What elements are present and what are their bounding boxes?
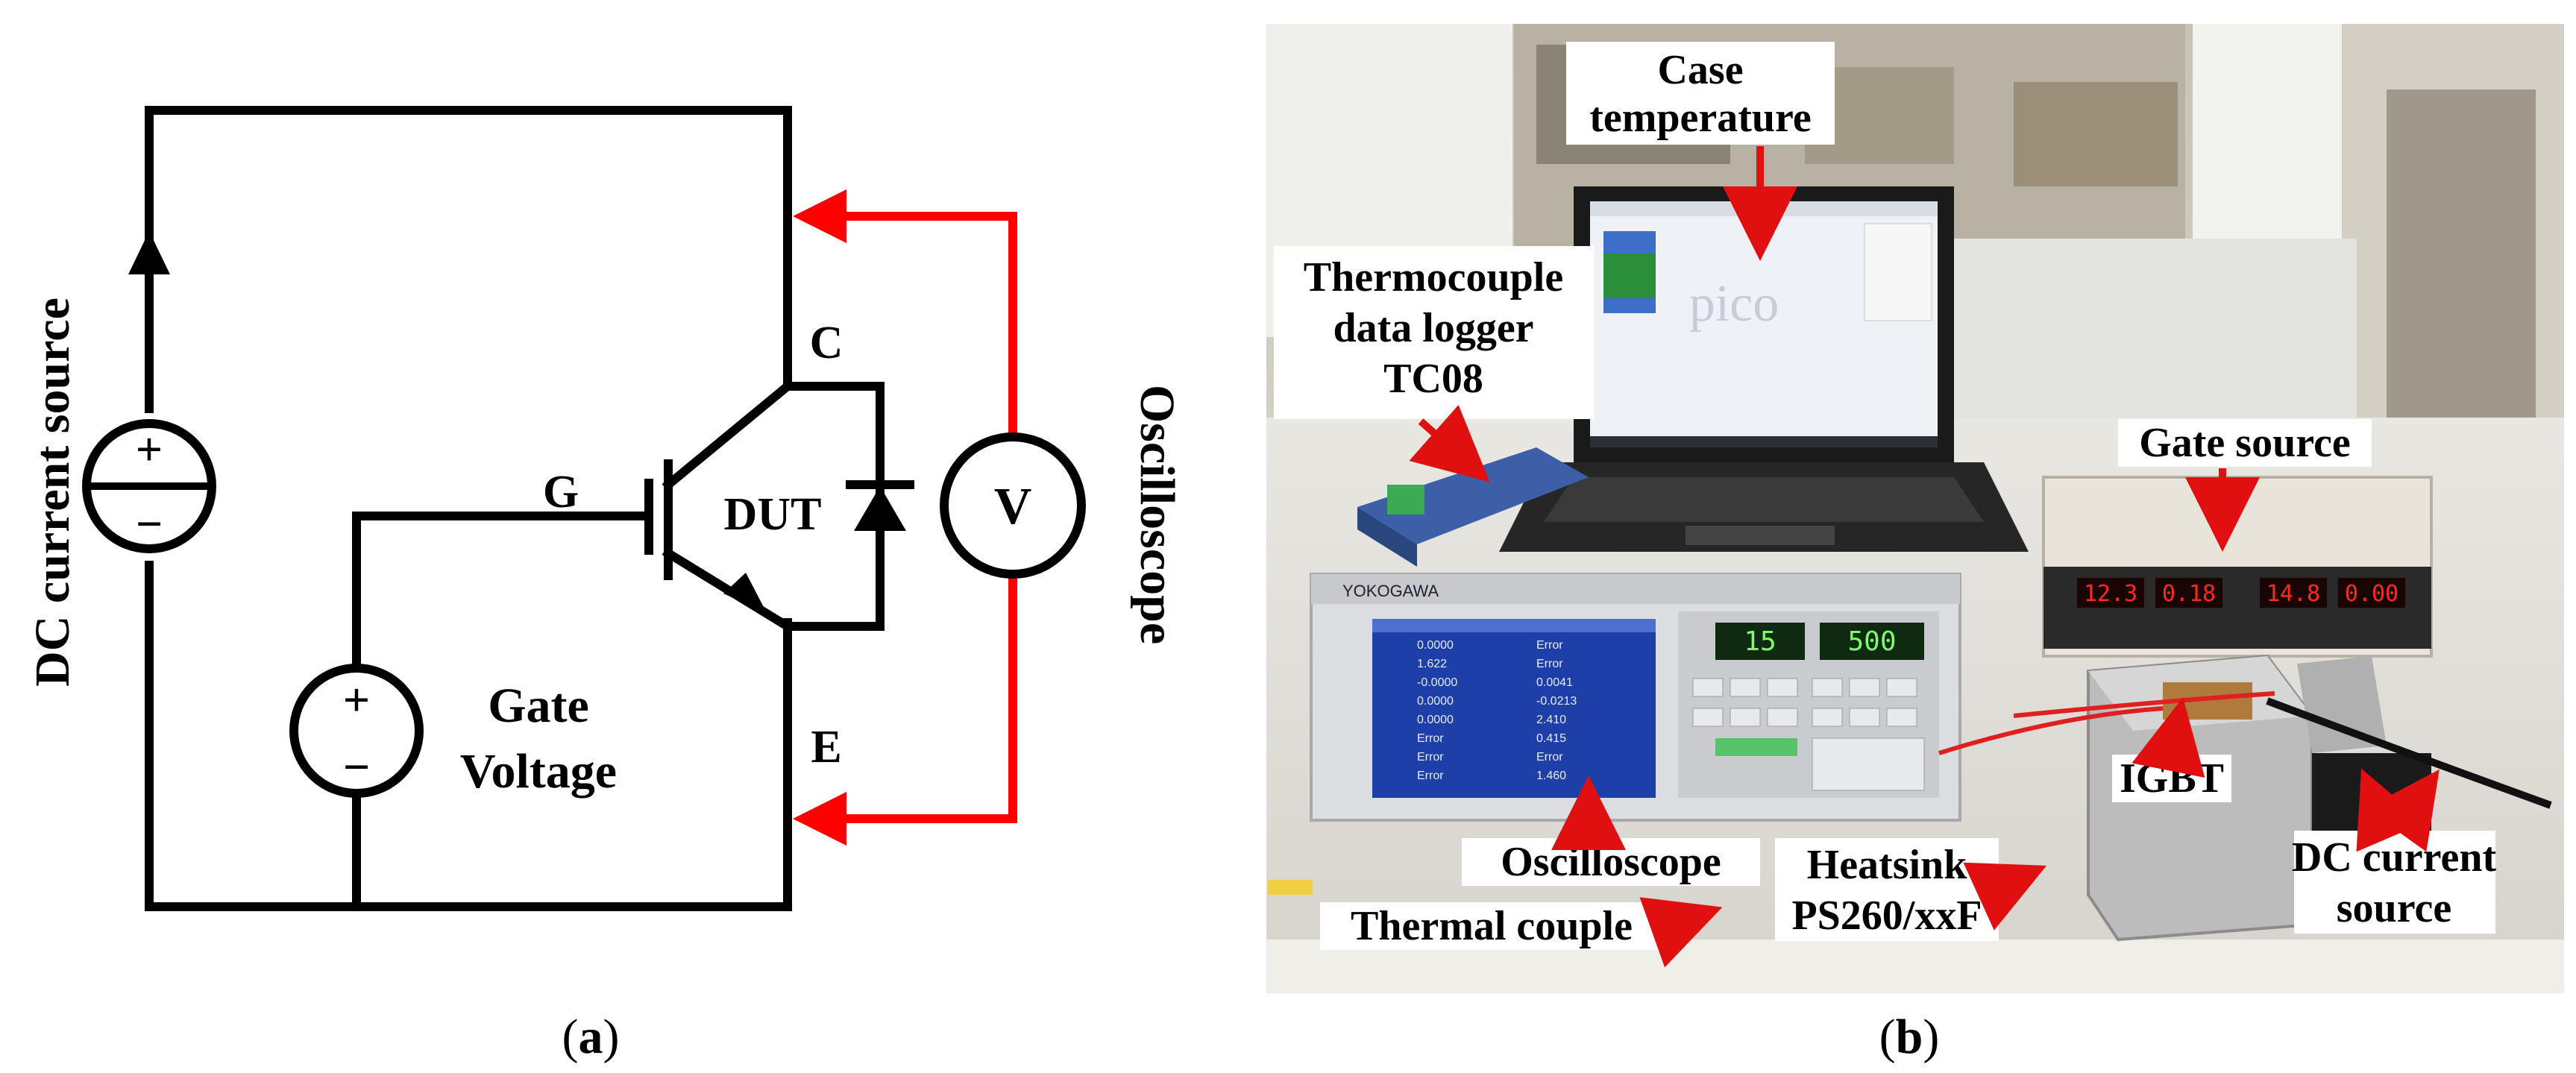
- instrument-brand: YOKOGAWA: [1342, 582, 1439, 600]
- gate-voltage-label-1: Gate: [488, 679, 589, 733]
- svg-text:Error: Error: [1417, 751, 1444, 764]
- wire-top: [145, 106, 792, 391]
- callout-thermocouple-3: TC08: [1383, 356, 1483, 402]
- callout-heatsink-2: PS260/xxF: [1791, 893, 1982, 939]
- igbt-collector: [662, 380, 794, 491]
- dc-source-label: DC current source: [25, 298, 80, 687]
- psu-display-2: 0.18: [2162, 581, 2216, 607]
- terminal-g: G: [543, 467, 579, 517]
- callout-igbt: IGBT: [2120, 755, 2224, 802]
- callout-thermocouple-1: Thermocouple: [1304, 254, 1563, 300]
- dut-label: DUT: [724, 489, 822, 540]
- svg-text:Error: Error: [1536, 639, 1563, 652]
- callout-heatsink-1: Heatsink: [1807, 842, 1968, 888]
- source-plus: +: [136, 423, 163, 476]
- callout-gate-source: Gate source: [2139, 420, 2351, 466]
- diode-triangle: [854, 486, 906, 531]
- lab-photo: pico YOKOGAWA 0.0000 1.622 -0.0000 0.000…: [1266, 24, 2564, 993]
- terminal-c: C: [810, 318, 844, 368]
- terminal-e: E: [811, 722, 841, 773]
- gate-voltage-label-2: Voltage: [460, 744, 617, 799]
- svg-text:Error: Error: [1417, 770, 1444, 782]
- svg-text:-0.0000: -0.0000: [1417, 676, 1457, 689]
- wire-gate: [352, 512, 647, 674]
- callout-dc-source-2: source: [2337, 885, 2452, 931]
- current-direction-arrow: [128, 231, 170, 274]
- psu-display-3: 14.8: [2266, 581, 2320, 607]
- voltmeter-symbol: [940, 432, 1086, 579]
- svg-text:2.410: 2.410: [1536, 714, 1566, 726]
- photo-callouts: Case temperature Thermocouple data logge…: [1274, 42, 2496, 950]
- wire-left-lower: [145, 561, 792, 911]
- svg-text:1.460: 1.460: [1536, 770, 1566, 782]
- gate-voltage-symbol: + −: [289, 664, 424, 798]
- callout-arrows: [1409, 146, 2440, 968]
- svg-text:0.0000: 0.0000: [1417, 714, 1454, 726]
- svg-text:0.415: 0.415: [1536, 732, 1566, 745]
- psu-display-1: 12.3: [2084, 581, 2137, 607]
- svg-text:Error: Error: [1536, 658, 1563, 670]
- oscilloscope-probe: [793, 189, 1017, 846]
- callout-thermocouple-2: data logger: [1333, 305, 1533, 351]
- dc-current-source-symbol: + −: [82, 419, 216, 553]
- laptop-screen-logo: pico: [1689, 275, 1779, 333]
- callout-case-temp-2: temperature: [1589, 95, 1812, 141]
- voltmeter-label: V: [994, 478, 1032, 535]
- svg-text:Error: Error: [1536, 751, 1563, 764]
- svg-text:0.0000: 0.0000: [1417, 639, 1454, 652]
- svg-text:1.622: 1.622: [1417, 658, 1447, 670]
- caption-a: (a): [562, 1010, 620, 1064]
- caption-b: (b): [1879, 1010, 1940, 1064]
- svg-text:0.0000: 0.0000: [1417, 695, 1454, 708]
- callout-thermal-couple: Thermal couple: [1351, 903, 1633, 949]
- gate-minus: −: [343, 740, 370, 793]
- callout-oscilloscope: Oscilloscope: [1501, 839, 1721, 885]
- gate-plus: +: [343, 673, 370, 726]
- instrument-display-left: 15: [1744, 626, 1776, 657]
- instrument-readings: 0.0000 1.622 -0.0000 0.0000 0.0000 Error…: [1417, 639, 1577, 782]
- callout-dc-source-1: DC current: [2292, 834, 2497, 881]
- emitter-arrow: [723, 573, 767, 613]
- oscilloscope-label-a: Oscilloscope: [1130, 385, 1184, 644]
- callout-case-temp-1: Case: [1657, 47, 1743, 93]
- svg-text:Error: Error: [1417, 732, 1444, 745]
- source-minus: −: [136, 497, 163, 550]
- instrument-display-right: 500: [1847, 626, 1896, 657]
- svg-text:0.0041: 0.0041: [1536, 676, 1573, 689]
- psu-display-4: 0.00: [2345, 581, 2398, 607]
- svg-text:-0.0213: -0.0213: [1536, 695, 1577, 708]
